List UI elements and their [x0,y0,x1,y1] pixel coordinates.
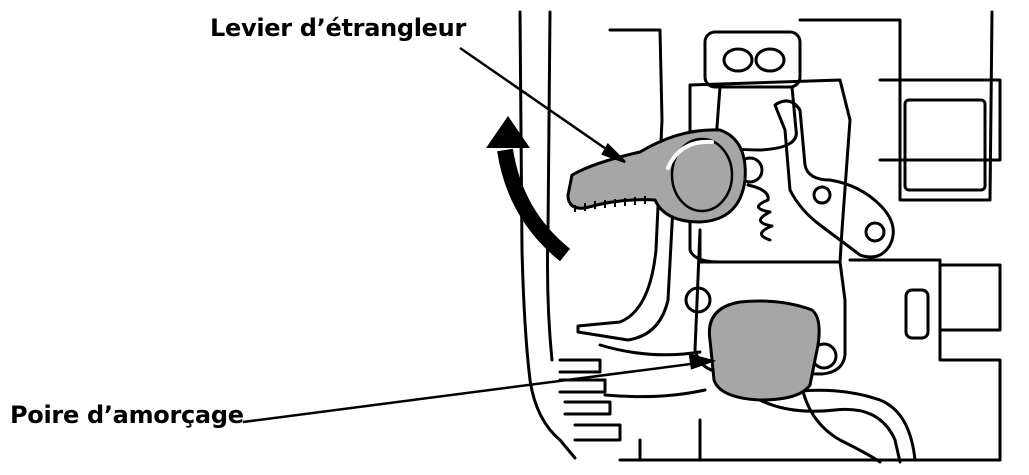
primer-bulb [707,299,821,402]
choke-lever [566,128,747,224]
right-frame-box [903,98,987,192]
connector-hole-right [754,47,786,73]
label-choke-lever: Levier d’étrangleur [210,14,466,42]
housing-outer-edge [518,10,577,460]
connector-hole-left [722,47,754,73]
screw-upper-left [684,286,712,314]
cover-panel [576,28,678,342]
right-frame-top [798,10,994,202]
right-frame-rail [878,78,1002,162]
connector-block [703,30,802,89]
lower-tabs [558,358,622,442]
bracket-hole-lower [864,221,886,243]
fuel-line-lower [758,398,902,464]
fuel-line-return [798,373,882,464]
throttle-bracket [773,99,895,259]
curved-arrow-up-icon [486,116,571,262]
housing-inner-edge [546,10,554,362]
side-bracket [938,263,1002,332]
leader-arrow-primer [688,353,717,370]
base-frame [618,418,1002,462]
leader-line-primer [242,360,707,424]
side-bolt [904,288,930,340]
leader-line-choke [459,46,623,162]
right-frame-lower [848,258,1002,462]
choke-spring [746,183,774,242]
leader-arrow-choke [601,142,626,164]
bracket-hole-upper [812,185,832,205]
label-primer-bulb: Poire d’amorçage [10,401,244,429]
lower-housing-curve [598,343,707,399]
